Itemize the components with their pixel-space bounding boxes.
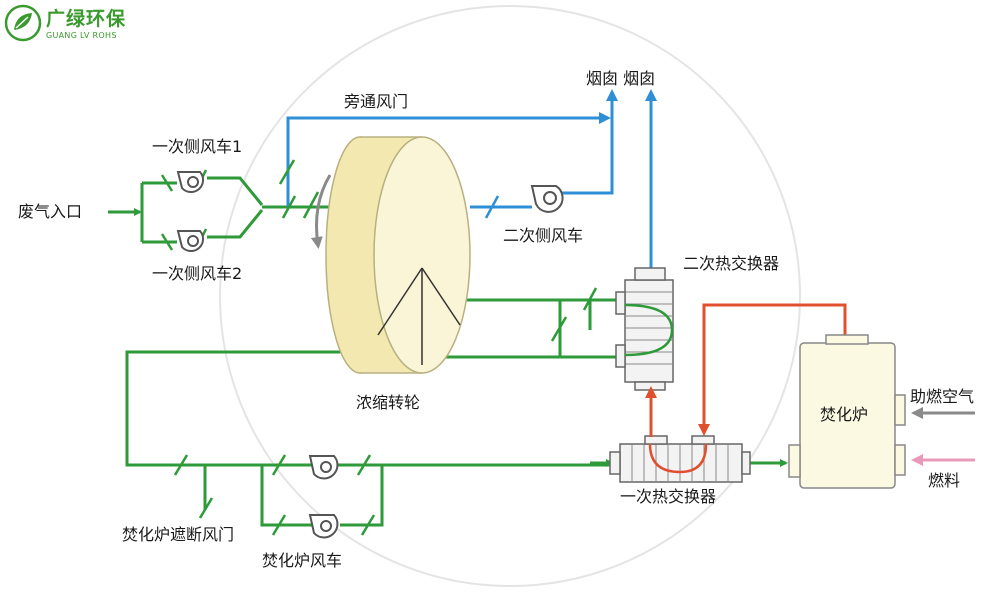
fuel-label: 燃料 (928, 471, 961, 490)
secondary-heat-exchanger-label: 二次热交换器 (683, 254, 780, 273)
secondary-damper-symbol (484, 195, 500, 219)
brand-logo: 广绿环保 GUANG LV ROHS (4, 2, 174, 48)
incinerator-label: 焚化炉 (820, 405, 869, 424)
rotation-arrow (310, 174, 332, 249)
primary-fan-1-label: 一次侧风车1 (152, 137, 243, 156)
primary-heat-exchanger (609, 435, 751, 483)
fan-icon-incinerator-1 (308, 455, 339, 480)
bypass-damper-label: 旁通风门 (344, 92, 409, 111)
brand-name-en: GUANG LV ROHS (46, 31, 117, 40)
fan-icon-primary-2 (176, 230, 205, 253)
secondary-fan-label: 二次侧风车 (503, 226, 584, 245)
secondary-heat-exchanger (615, 267, 674, 391)
primary-fan-2-label: 一次侧风车2 (152, 264, 243, 283)
bypass-damper-symbol (278, 159, 296, 185)
process-lines (108, 176, 788, 527)
primary-heat-exchanger-label: 一次热交换器 (620, 487, 717, 506)
chimney-label: 烟囱 烟囱 (586, 69, 656, 88)
concentrator-rotor (325, 136, 471, 374)
fan-icon-secondary (530, 185, 564, 213)
incinerator-shutoff-damper-label: 焚化炉遮断风门 (122, 525, 235, 544)
background-circle (219, 5, 801, 587)
hot-gas-lines (649, 303, 847, 437)
combustion-air-label: 助燃空气 (910, 387, 975, 406)
concentrator-rotor-label: 浓缩转轮 (356, 393, 421, 412)
incinerator-fan-label: 焚化炉风车 (262, 551, 343, 570)
waste-gas-inlet-label: 废气入口 (18, 202, 83, 221)
incinerator (788, 334, 906, 489)
leaf-globe-icon (4, 4, 42, 42)
fan-icon-incinerator-2 (308, 514, 339, 539)
fan-icon-primary-1 (176, 171, 205, 194)
exhaust-lines (286, 100, 653, 268)
brand-name-cn: 广绿环保 (46, 8, 127, 30)
damper-symbols (160, 169, 598, 536)
